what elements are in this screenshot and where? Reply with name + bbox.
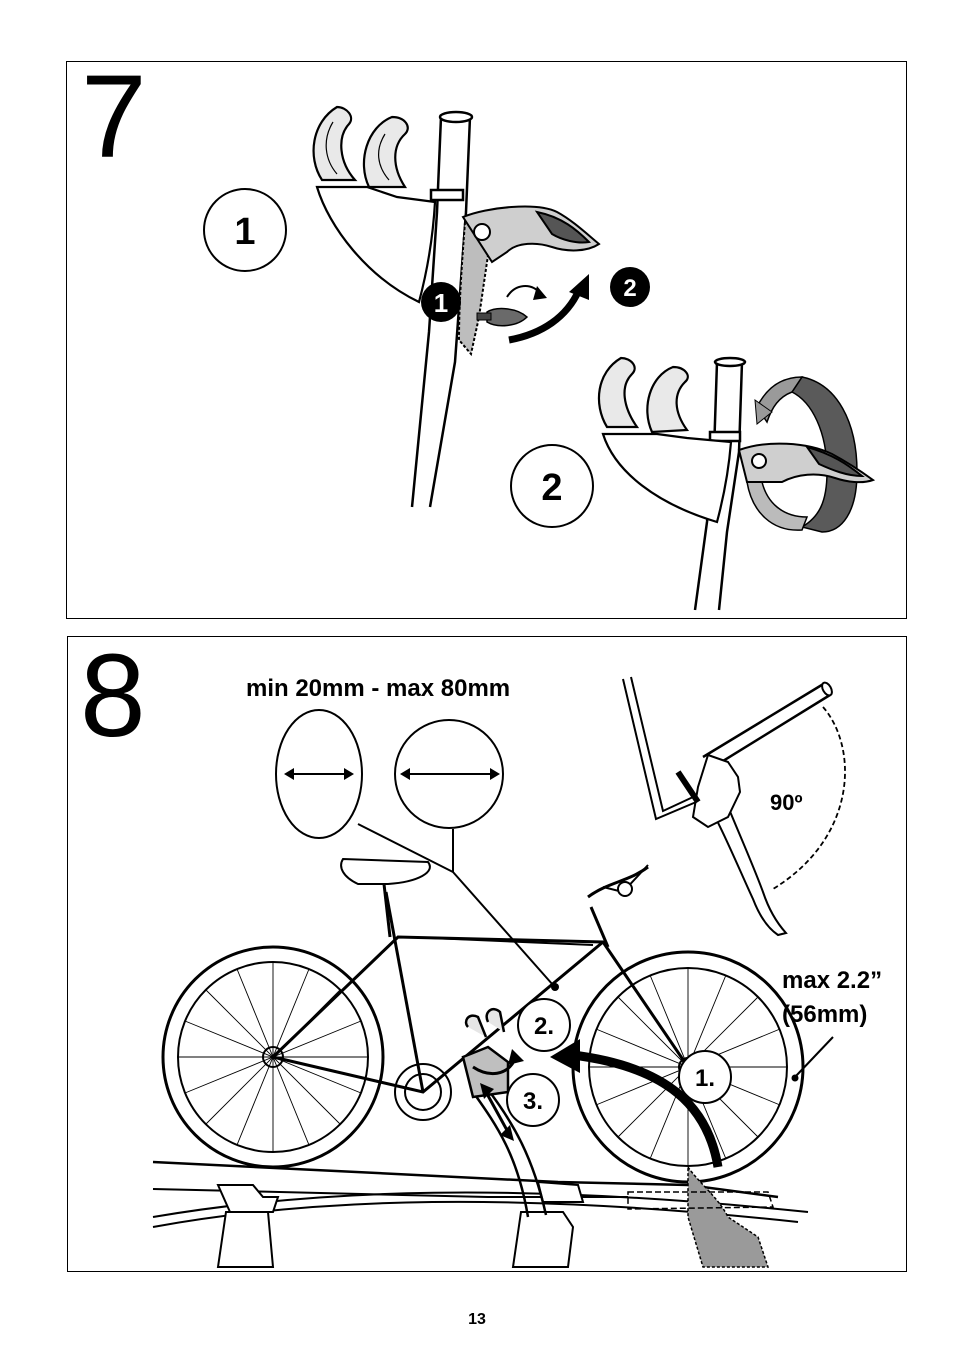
marker-2-text: 2 (623, 275, 636, 302)
step-7-illustration: 1 (203, 105, 876, 611)
swing-up-arrow-head (569, 274, 589, 300)
callout-circle-open: 1 (203, 188, 287, 272)
sequence-badge-1: 1. (678, 1050, 732, 1104)
step-7-panel: 7 1 (66, 51, 907, 619)
frame-diameter-range-label: min 20mm - max 80mm (246, 675, 511, 702)
tyre-leader-line (794, 1036, 834, 1078)
step-8-panel: 8 min 20mm - max 80mm 90º max 2.2” (56mm… (67, 636, 907, 1272)
lower-closed-strap (737, 442, 876, 484)
sequence-1-arrow-head (550, 1039, 580, 1073)
upper-wheel-cradle (312, 105, 437, 304)
upper-post (410, 110, 474, 508)
sequence-badge-2: 2. (517, 998, 571, 1052)
release-knob-icon (476, 307, 529, 327)
tube-section-min (275, 709, 363, 839)
step-8-illustration: 2. 3. 1. (152, 676, 846, 1268)
angle-label: 90º (770, 790, 803, 815)
page-number: 13 (468, 1311, 486, 1328)
lower-wheel-cradle (597, 356, 733, 524)
sequence-badge-3: 3. (506, 1073, 560, 1127)
marker-1-badge: 1 (421, 282, 461, 322)
callout-circle-close: 2 (510, 444, 594, 528)
angle-arc (772, 706, 846, 890)
carrier-upright-arm (461, 1007, 548, 1218)
sequence-2-text: 2. (534, 1013, 554, 1040)
step-7-number: 7 (81, 51, 147, 183)
marker-1-text: 1 (434, 288, 448, 318)
rotate-arrow-head (533, 286, 547, 300)
max-tyre-width-label: max 2.2” (782, 967, 883, 994)
swing-up-arrow-icon (508, 288, 583, 344)
max-tyre-width-metric-label: (56mm) (782, 1001, 868, 1028)
tube-section-max (394, 719, 504, 829)
upper-release-strap (457, 205, 601, 357)
sequence-1-text: 1. (695, 1065, 715, 1092)
step-8-number: 8 (80, 630, 146, 762)
marker-2-badge: 2 (610, 267, 650, 307)
sequence-3-arrow (484, 1091, 510, 1133)
strap-band-loop (746, 376, 858, 533)
sequence-3-text: 3. (523, 1088, 543, 1115)
tighten-arrow-head (754, 398, 773, 425)
sequence-1-arrow (572, 1050, 723, 1168)
vehicle-rail-detail (622, 676, 833, 937)
callout-open-text: 1 (234, 211, 255, 253)
front-wheel-strap (687, 1164, 770, 1268)
callout-close-text: 2 (541, 467, 562, 509)
